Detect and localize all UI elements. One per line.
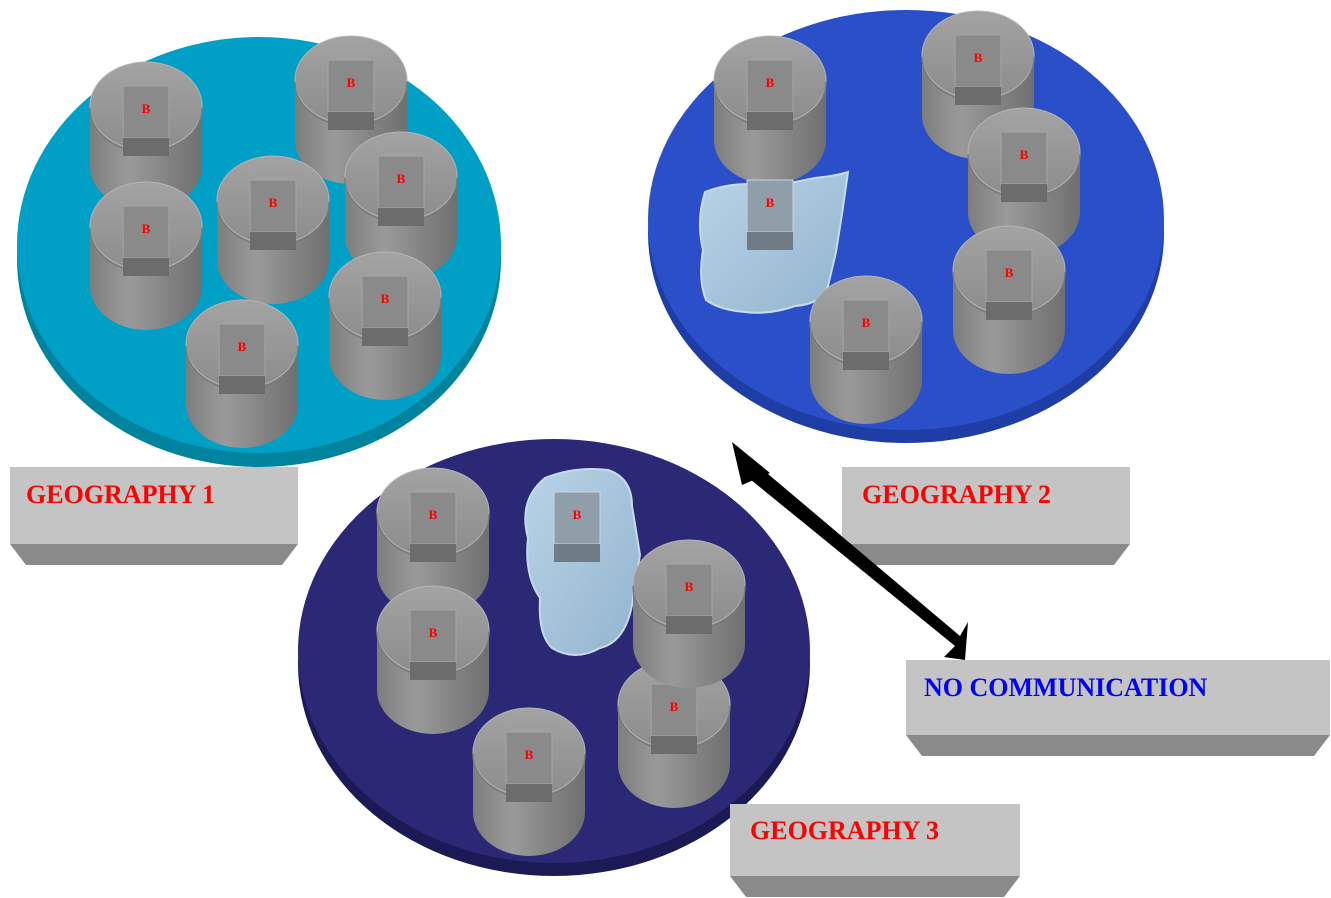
geography-2-label-box: GEOGRAPHY 2 — [842, 467, 1130, 565]
cylinder-node-icon: B — [185, 299, 299, 448]
no-communication-box: NO COMMUNICATION — [906, 660, 1330, 756]
geography-1-label-box: GEOGRAPHY 1 — [10, 467, 298, 565]
node-label: B — [397, 171, 406, 186]
cylinder-node-icon: B — [472, 707, 586, 856]
node-label: B — [347, 75, 356, 90]
cylinder-node-icon: B — [746, 179, 794, 250]
node-label: B — [862, 315, 871, 330]
diagonal-arrow-icon — [732, 442, 968, 660]
node-label: B — [142, 221, 151, 236]
cylinder-node-icon: B — [809, 275, 923, 424]
node-label: B — [766, 195, 775, 210]
node-label: B — [670, 699, 679, 714]
geography-3-label: GEOGRAPHY 3 — [750, 816, 939, 845]
cylinder-node-icon: B — [952, 225, 1066, 374]
node-label: B — [238, 339, 247, 354]
cylinder-node-icon: B — [328, 251, 442, 400]
cylinder-node-icon: B — [376, 585, 490, 734]
node-label: B — [381, 291, 390, 306]
node-label: B — [766, 75, 775, 90]
node-label: B — [1020, 147, 1029, 162]
node-label: B — [974, 50, 983, 65]
node-label: B — [429, 625, 438, 640]
node-label: B — [429, 507, 438, 522]
cylinder-node-icon: B — [713, 35, 827, 184]
cylinder-node-icon: B — [89, 61, 203, 210]
cylinder-node-icon: B — [216, 155, 330, 304]
cylinder-node-icon: B — [89, 181, 203, 330]
geography-2-label: GEOGRAPHY 2 — [862, 480, 1051, 509]
cylinder-node-icon: B — [967, 107, 1081, 256]
node-layer: B B B B B B B B B B B B B B B B B B B — [89, 10, 1081, 856]
node-label: B — [525, 747, 534, 762]
no-communication-label: NO COMMUNICATION — [924, 673, 1208, 702]
node-label: B — [573, 507, 582, 522]
node-label: B — [685, 579, 694, 594]
cylinder-node-icon: B — [632, 539, 746, 688]
node-label: B — [142, 101, 151, 116]
geography-1-label: GEOGRAPHY 1 — [26, 480, 215, 509]
node-label: B — [269, 195, 278, 210]
cylinder-node-icon: B — [376, 467, 490, 616]
node-label: B — [1005, 265, 1014, 280]
cylinder-node-icon: B — [553, 491, 601, 562]
geography-3-label-box: GEOGRAPHY 3 — [730, 804, 1020, 897]
